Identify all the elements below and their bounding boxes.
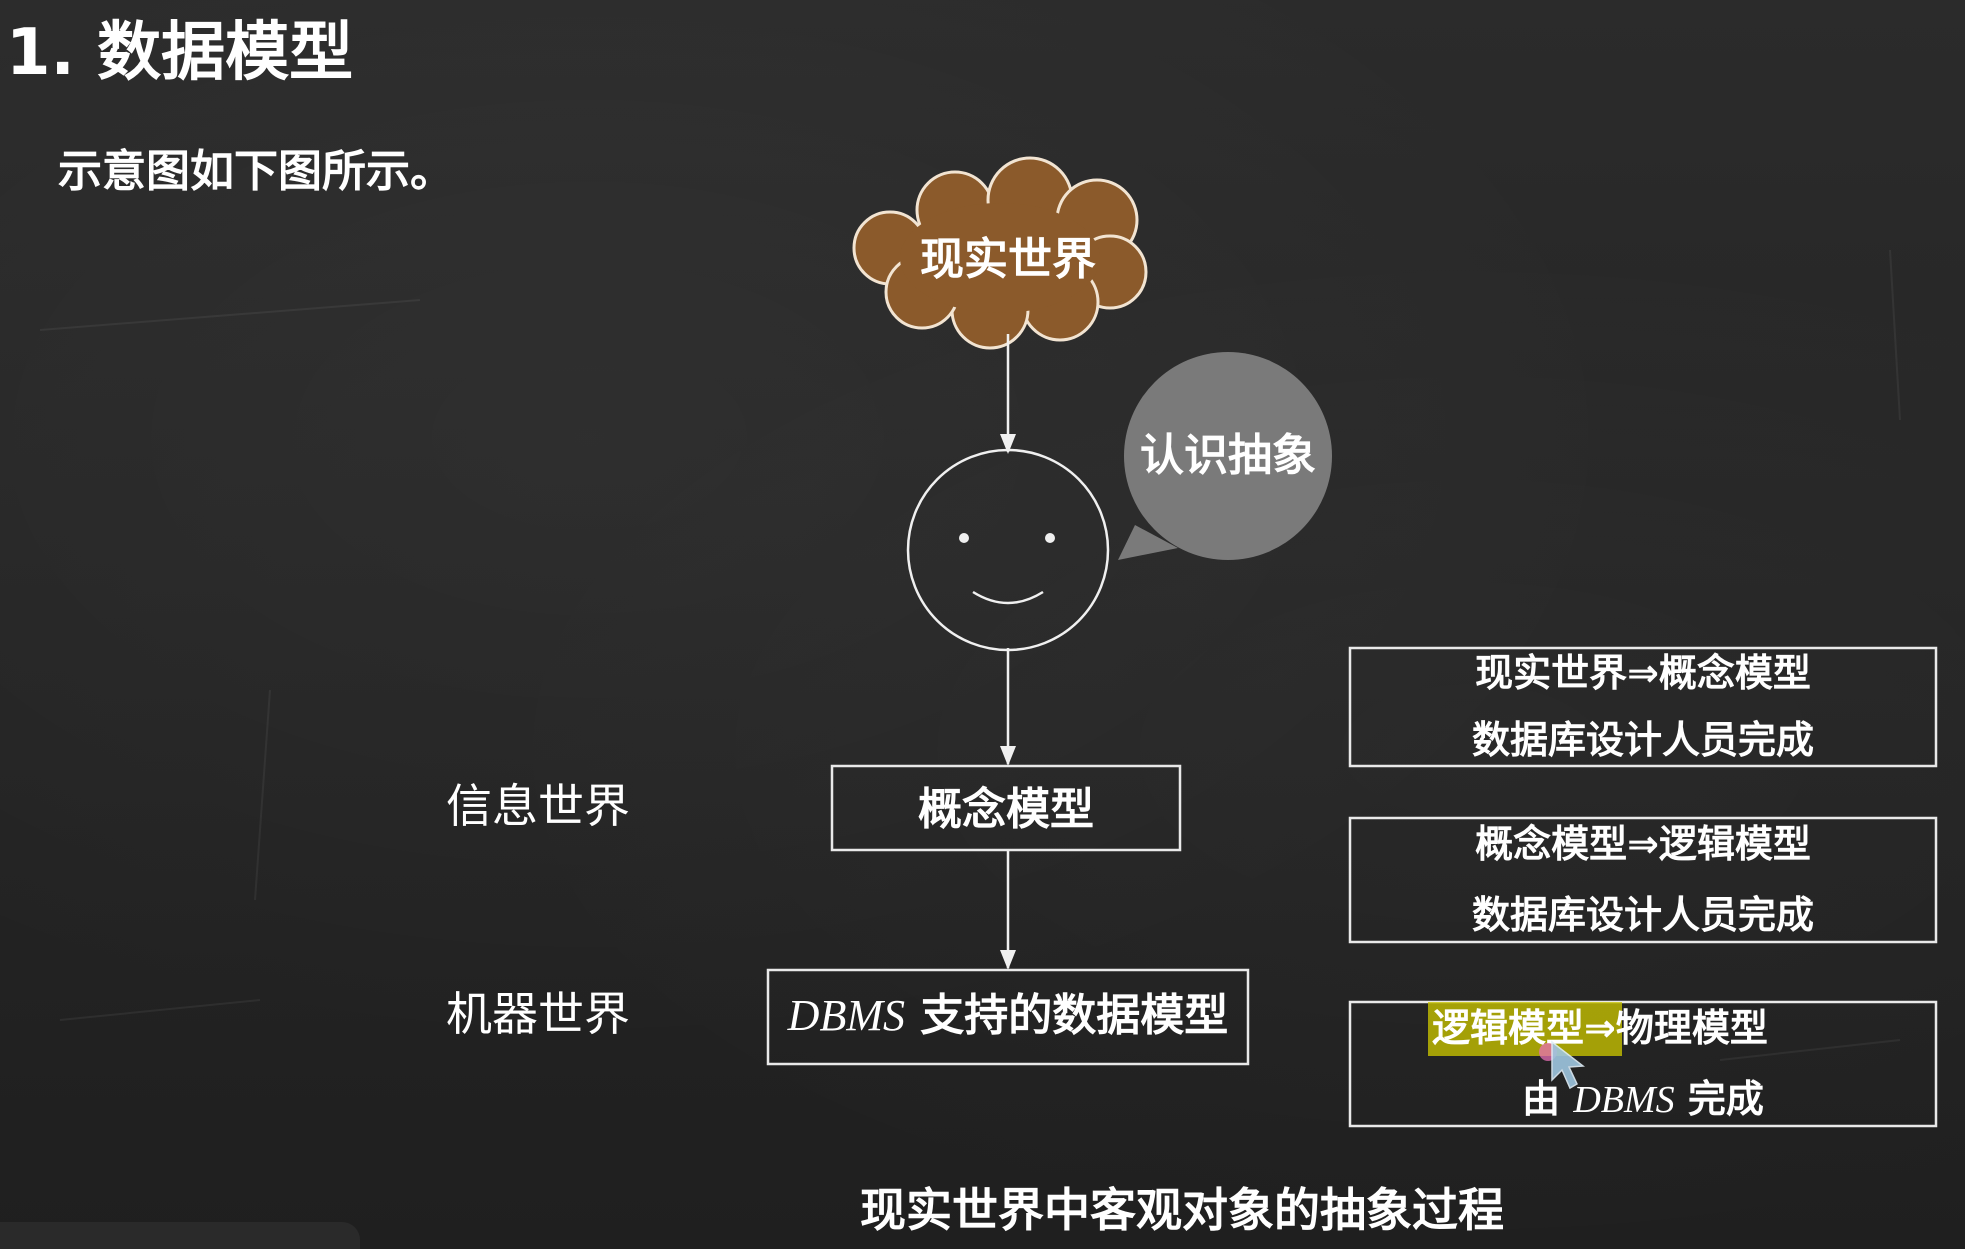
cloud-label: 现实世界 (920, 234, 1096, 285)
chalk-scratches (39, 249, 1901, 1061)
note-3-rest-text: ⇒物理模型 (1584, 1006, 1768, 1050)
dbms-data-model-box (766, 968, 1250, 1066)
abstraction-speech-bubble: 认识抽象 (1118, 352, 1332, 560)
dbms-rest-text: 支持的数据模型 (905, 990, 1228, 1041)
note-1-line-1: 现实世界⇒概念模型 (1475, 651, 1811, 695)
mouse-pointer-icon (1539, 1040, 1586, 1090)
machine-world-label: 机器世界 (446, 987, 630, 1041)
real-world-cloud: 现实世界 (852, 156, 1148, 350)
smiley-face-icon (906, 448, 1110, 652)
slide-heading: 1. 数据模型 (6, 16, 353, 90)
info-world-label: 信息世界 (446, 779, 630, 833)
bubble-label: 认识抽象 (1140, 430, 1316, 481)
note-3-line-2: 由 DBMS 完成 (1522, 1077, 1764, 1121)
text-highlight (1428, 1002, 1622, 1056)
note-3-line-1: 逻辑模型⇒物理模型 (1432, 1006, 1768, 1050)
diagram-caption: 现实世界中客观对象的抽象过程 (860, 1183, 1504, 1237)
slide-subtitle: 示意图如下图所示。 (58, 146, 454, 197)
note-2-line-1: 概念模型⇒逻辑模型 (1475, 822, 1811, 866)
note-2-line-2: 数据库设计人员完成 (1472, 893, 1814, 937)
concept-model-box (830, 764, 1182, 852)
note-1: 现实世界⇒概念模型 数据库设计人员完成 (1348, 646, 1938, 768)
note-3-highlighted-text: 逻辑模型 (1432, 1006, 1584, 1050)
dbms-data-model-label: DBMS 支持的数据模型 (787, 990, 1229, 1041)
dbms-italic-text: DBMS (787, 991, 905, 1040)
note-1-line-2: 数据库设计人员完成 (1472, 718, 1814, 762)
note-3: 逻辑模型⇒物理模型 由 DBMS 完成 (1348, 1000, 1938, 1128)
player-controls-strip[interactable] (0, 1222, 360, 1249)
note-2: 概念模型⇒逻辑模型 数据库设计人员完成 (1348, 816, 1938, 944)
concept-model-label: 概念模型 (918, 784, 1094, 835)
